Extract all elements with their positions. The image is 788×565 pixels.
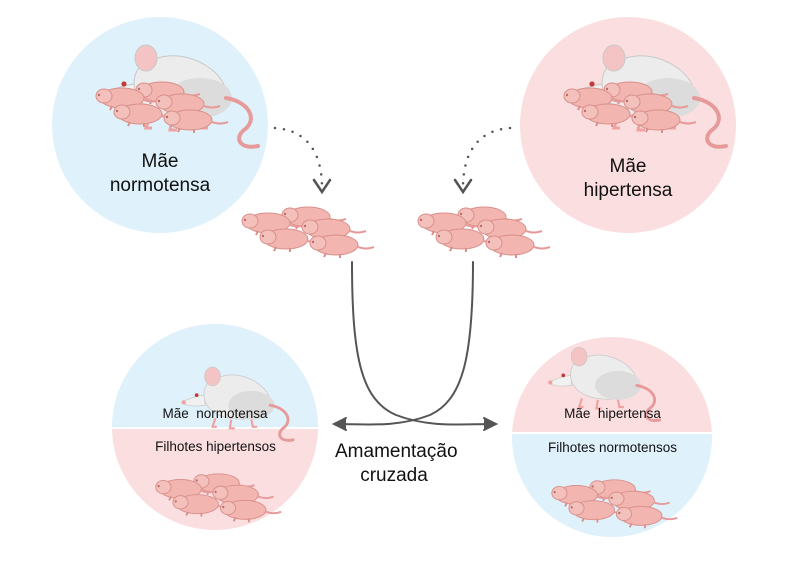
top-right-panel bbox=[520, 17, 736, 233]
center-caption-line2: cruzada bbox=[360, 465, 428, 486]
bottom-right-lower-label: Filhotes normotensos bbox=[547, 440, 678, 455]
pups-icon bbox=[418, 207, 550, 258]
top-right-line1: Mãe bbox=[609, 156, 647, 177]
top-left-line1: Mãe bbox=[141, 151, 179, 172]
top-left-panel bbox=[52, 17, 268, 233]
top-right-title: Mãe hipertensa bbox=[568, 155, 688, 203]
top-left-line2: normotensa bbox=[109, 175, 211, 196]
center-caption-line1: Amamentação bbox=[335, 441, 458, 462]
top-right-line2: hipertensa bbox=[583, 180, 673, 201]
top-left-circle bbox=[52, 17, 268, 233]
top-left-title: Mãe normotensa bbox=[100, 150, 220, 198]
crossing-arrow-icon bbox=[331, 261, 499, 431]
center-caption: Amamentação cruzada bbox=[335, 440, 458, 488]
bottom-right-panel bbox=[512, 337, 712, 537]
bottom-left-panel bbox=[112, 324, 318, 530]
pups-icon bbox=[242, 207, 374, 258]
bottom-right-upper-label: Mãe hipertensa bbox=[564, 406, 661, 421]
bottom-left-lower-label: Filhotes hipertensos bbox=[155, 439, 276, 454]
dotted-curved-arrow-icon bbox=[453, 126, 512, 195]
bottom-left-upper-label: Mãe normotensa bbox=[162, 406, 268, 421]
dotted-curved-arrow-icon bbox=[273, 126, 332, 195]
